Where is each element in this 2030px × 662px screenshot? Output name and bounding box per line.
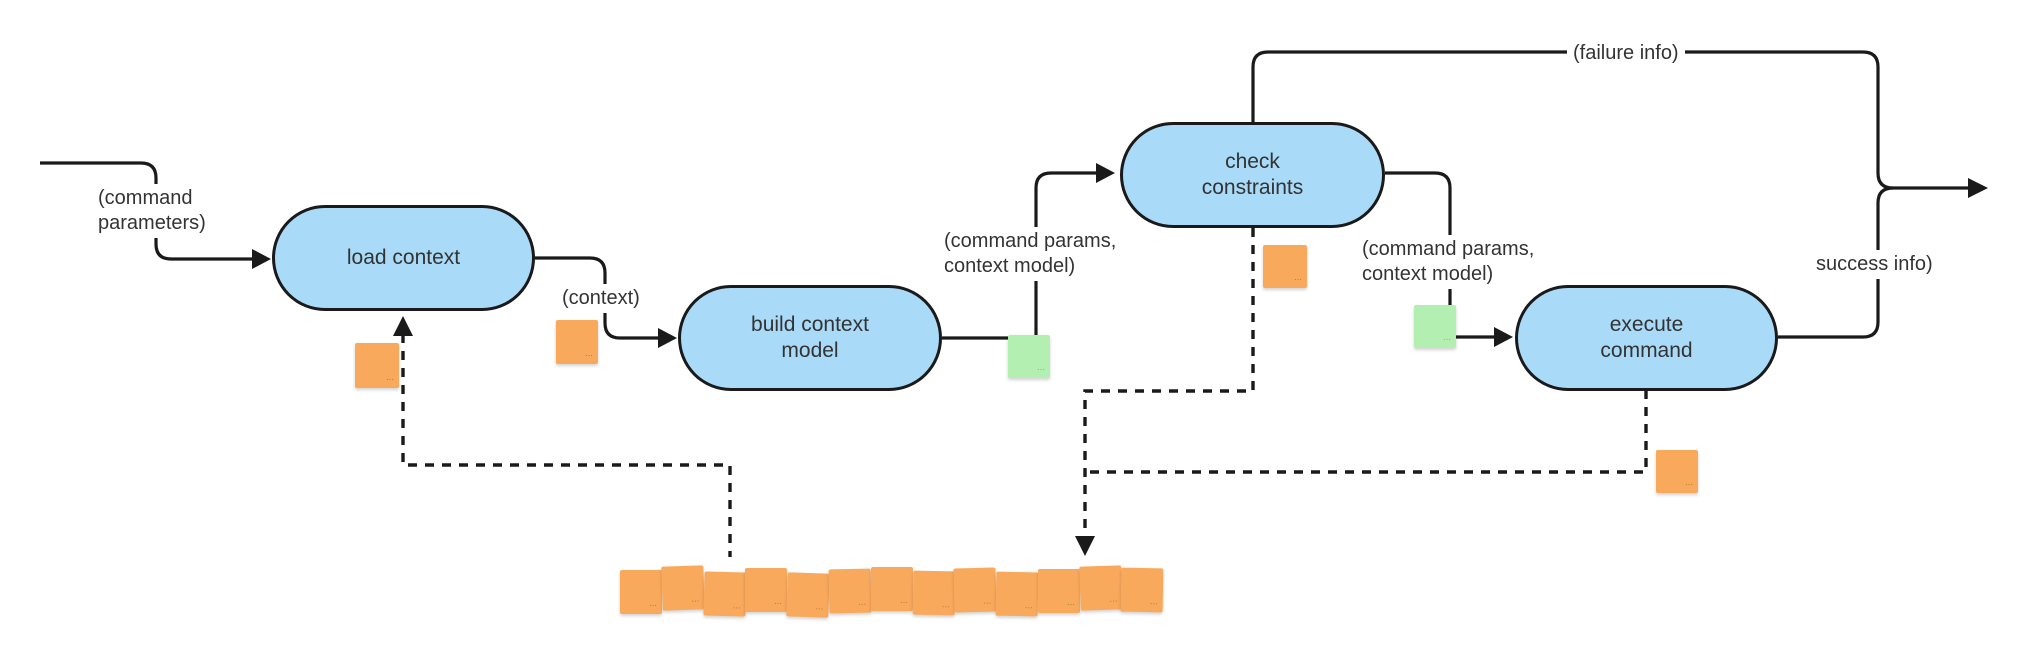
note-mark: ⋯: [1109, 596, 1118, 606]
failure-info-label: (failure info): [1567, 39, 1685, 68]
sticky-note-orange[interactable]: ⋯: [953, 567, 997, 613]
sticky-note-orange[interactable]: ⋯: [620, 570, 662, 614]
label-line: (command: [98, 187, 193, 209]
sticky-note-orange[interactable]: ⋯: [786, 572, 830, 618]
note-mark: ⋯: [1294, 275, 1302, 284]
note-mark: ⋯: [774, 599, 782, 608]
sticky-note-orange[interactable]: ⋯: [912, 570, 956, 616]
node-label-line2: command: [1600, 339, 1693, 362]
note-mark: ⋯: [732, 603, 741, 613]
note-mark: ⋯: [386, 375, 394, 384]
dashed-arrowhead-up: [393, 316, 413, 336]
label-line: success info): [1816, 253, 1933, 275]
dashed-edge-to-load-context: [401, 334, 732, 557]
edge-failure-path: [1251, 50, 1970, 190]
command-params-context-model-label-2: (command params, context model): [1356, 235, 1541, 289]
label-line: (command params,: [944, 230, 1117, 252]
note-mark: ⋯: [858, 599, 867, 609]
node-label: execute: [1609, 313, 1684, 336]
sticky-note-orange[interactable]: ⋯: [661, 565, 705, 611]
node-label-line2: constraints: [1201, 176, 1304, 199]
node-label: check: [1225, 150, 1280, 173]
note-mark: ⋯: [1443, 335, 1451, 344]
label-line: context model): [1362, 263, 1494, 285]
arrowhead-output: [1968, 178, 1988, 198]
arrowhead-into-check: [1096, 163, 1115, 183]
success-info-label: success info): [1810, 250, 1939, 279]
node-execute-command[interactable]: execute command: [1515, 285, 1778, 391]
sticky-note-orange[interactable]: ⋯: [355, 343, 399, 388]
sticky-note-orange[interactable]: ⋯: [703, 571, 747, 617]
note-mark: ⋯: [941, 602, 950, 612]
dashed-edge-execute-down: [1085, 390, 1648, 474]
label-line: parameters): [98, 212, 206, 234]
arrowhead-into-execute: [1494, 327, 1513, 347]
sticky-note-orange[interactable]: ⋯: [1120, 567, 1164, 613]
sticky-note-orange[interactable]: ⋯: [1656, 450, 1698, 493]
note-mark: ⋯: [585, 351, 593, 360]
node-label: build context: [751, 313, 869, 336]
sticky-note-orange[interactable]: ⋯: [871, 567, 913, 611]
label-line: (command params,: [1362, 238, 1535, 260]
node-load-context[interactable]: load context: [272, 205, 535, 311]
sticky-note-green[interactable]: ⋯: [1008, 335, 1050, 378]
edge-note-to-check: [1034, 171, 1098, 335]
dashed-edge-check-down: [1083, 228, 1255, 536]
note-mark: ⋯: [1149, 599, 1158, 609]
note-mark: ⋯: [983, 598, 992, 608]
sticky-note-orange[interactable]: ⋯: [745, 568, 787, 612]
note-mark: ⋯: [900, 598, 908, 607]
note-mark: ⋯: [1024, 603, 1033, 613]
note-mark: ⋯: [1685, 480, 1693, 489]
node-label-line2: model: [781, 339, 839, 362]
sticky-note-orange[interactable]: ⋯: [828, 568, 872, 614]
note-mark: ⋯: [649, 601, 657, 610]
node-label: load context: [346, 246, 461, 269]
edge-check-to-note: [1385, 171, 1452, 305]
note-mark: ⋯: [691, 596, 700, 606]
edge-success-path: [1778, 186, 1894, 339]
note-mark: ⋯: [1067, 600, 1075, 609]
dashed-arrowhead-down: [1075, 536, 1095, 556]
command-params-context-model-label-1: (command params, context model): [938, 227, 1123, 281]
command-parameters-label: (command parameters): [92, 184, 212, 238]
sticky-note-orange[interactable]: ⋯: [556, 320, 598, 364]
note-mark: ⋯: [815, 604, 824, 614]
context-label: (context): [556, 284, 646, 313]
sticky-note-orange[interactable]: ⋯: [1038, 569, 1080, 613]
sticky-note-orange[interactable]: ⋯: [1263, 245, 1307, 288]
arrowhead-into-load-context: [252, 249, 271, 269]
note-mark: ⋯: [1037, 365, 1045, 374]
label-line: context model): [944, 255, 1076, 277]
sticky-note-orange[interactable]: ⋯: [995, 571, 1039, 617]
arrowhead-into-build: [658, 328, 677, 348]
label-line: (failure info): [1573, 42, 1679, 64]
sticky-note-green[interactable]: ⋯: [1414, 305, 1456, 348]
node-build-context-model[interactable]: build context model: [678, 285, 942, 391]
node-check-constraints[interactable]: check constraints: [1120, 122, 1385, 228]
label-line: (context): [562, 287, 640, 309]
sticky-note-orange[interactable]: ⋯: [1079, 565, 1123, 611]
